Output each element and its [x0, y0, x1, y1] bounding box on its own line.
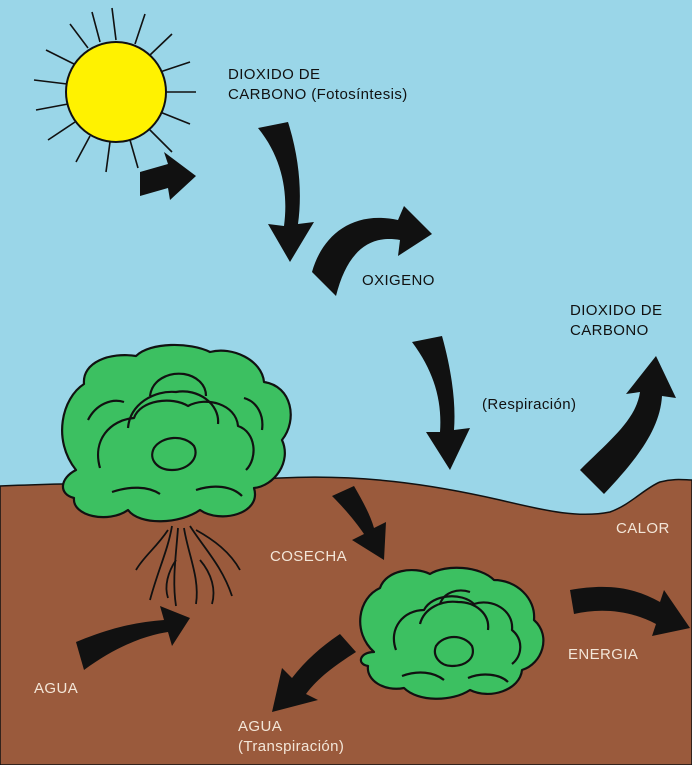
- arrow-icon: [140, 152, 196, 200]
- arrow-icon: [312, 206, 432, 296]
- label-energy: ENERGIA: [568, 646, 639, 663]
- arrow-icon: [580, 356, 676, 494]
- label-harvest: COSECHA: [270, 548, 347, 565]
- sun-icon: [33, 7, 196, 173]
- label-water-transpiration-line2: (Transpiración): [238, 738, 345, 755]
- label-water-transpiration-line1: AGUA: [238, 718, 283, 735]
- arrow-icon: [76, 606, 190, 670]
- label-water: AGUA: [34, 680, 79, 697]
- label-co2-photosynthesis-line2: CARBONO (Fotosíntesis): [228, 86, 408, 103]
- arrow-icon: [272, 634, 356, 712]
- label-co2-respiration-line2: CARBONO: [570, 322, 649, 339]
- label-respiration: (Respiración): [482, 396, 577, 413]
- arrow-icon: [412, 336, 470, 470]
- label-oxygen: OXIGENO: [362, 272, 435, 289]
- lettuce-plant-icon: [61, 343, 292, 523]
- roots-icon: [135, 525, 241, 607]
- arrow-icon: [332, 486, 386, 560]
- label-heat: CALOR: [616, 520, 670, 537]
- lettuce-plant-icon: [359, 566, 545, 700]
- arrow-icon: [570, 586, 690, 636]
- soil-ground: [0, 476, 692, 765]
- label-co2-respiration-line1: DIOXIDO DE: [570, 302, 663, 319]
- label-co2-photosynthesis-line1: DIOXIDO DE: [228, 66, 321, 83]
- arrow-icon: [258, 122, 314, 262]
